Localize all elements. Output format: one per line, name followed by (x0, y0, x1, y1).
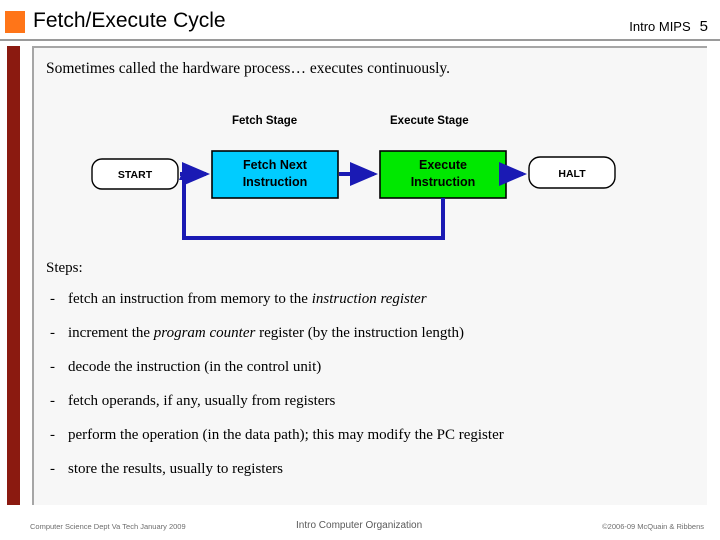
header-meta: Intro MIPS 5 (629, 18, 708, 35)
slide-footer: Computer Science Dept Va Tech January 20… (0, 520, 720, 540)
intro-text: Sometimes called the hardware process… e… (46, 60, 451, 77)
process-box-fetch-line2: Instruction (243, 175, 308, 189)
list-item: - store the results, usually to register… (46, 461, 701, 478)
terminal-halt (528, 156, 616, 189)
stage-label-fetch: Fetch Stage (232, 115, 297, 127)
arrow-feedback-head-icon (179, 168, 189, 180)
header-accent-square-icon (5, 11, 25, 33)
slide-header: Fetch/Execute Cycle Intro MIPS 5 (0, 0, 720, 41)
bullet-marker: - (50, 461, 55, 477)
left-accent-bar (7, 46, 20, 505)
steps-section: Steps: - fetch an instruction from memor… (46, 260, 701, 495)
process-box-fetch-line1: Fetch Next (243, 158, 308, 172)
process-box-execute-instruction (379, 150, 507, 199)
list-item: - increment the program counter register… (46, 325, 701, 342)
arrow-feedback-loop (182, 182, 445, 240)
step-text: perform the operation (in the data path)… (68, 427, 504, 443)
step-text: store the results, usually to registers (68, 461, 283, 477)
terminal-start-label: START (118, 169, 153, 181)
list-item: - fetch operands, if any, usually from r… (46, 393, 701, 410)
page-number: 5 (699, 18, 708, 35)
bullet-marker: - (50, 393, 55, 409)
bullet-marker: - (50, 325, 55, 341)
header-divider (0, 39, 720, 41)
content-panel: Sometimes called the hardware process… e… (32, 46, 707, 505)
steps-heading: Steps: (46, 260, 83, 276)
footer-left-text: Computer Science Dept Va Tech January 20… (30, 522, 186, 531)
step-text: fetch operands, if any, usually from reg… (68, 393, 336, 409)
header-subtitle: Intro MIPS (629, 19, 691, 34)
list-item: - fetch an instruction from memory to th… (46, 291, 701, 308)
process-box-execute-line1: Execute (419, 158, 467, 172)
process-box-execute-line2: Instruction (411, 175, 476, 189)
bullet-marker: - (50, 291, 55, 307)
step-text: increment the program counter register (… (68, 325, 465, 341)
terminal-halt-label: HALT (558, 168, 586, 180)
fetch-execute-cycle-diagram: Fetch Stage Execute Stage START Fetch Ne… (34, 110, 709, 285)
bullet-marker: - (50, 359, 55, 375)
footer-copyright: ©2006-09 McQuain & Ribbens (602, 522, 704, 531)
step-text: fetch an instruction from memory to the … (68, 291, 427, 307)
bullet-marker: - (50, 427, 55, 443)
step-text: decode the instruction (in the control u… (68, 359, 322, 375)
terminal-start (91, 158, 179, 190)
process-box-fetch-next-instruction (211, 150, 339, 199)
list-item: - decode the instruction (in the control… (46, 359, 701, 376)
list-item: - perform the operation (in the data pat… (46, 427, 701, 444)
page-title: Fetch/Execute Cycle (33, 9, 226, 32)
footer-center-text: Intro Computer Organization (296, 520, 423, 531)
stage-label-execute: Execute Stage (390, 115, 469, 127)
